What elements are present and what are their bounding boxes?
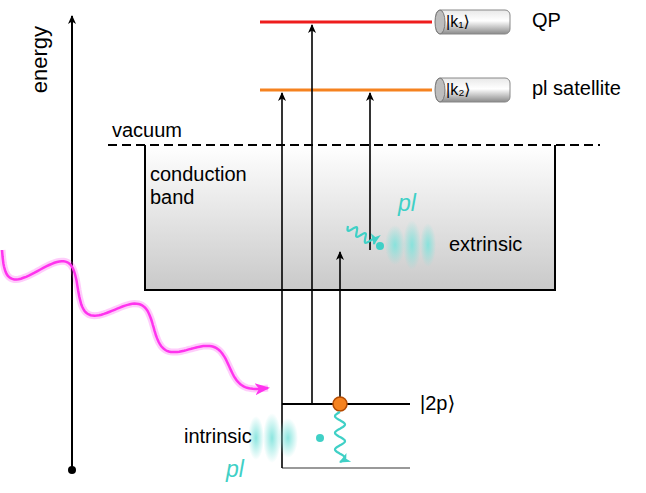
satellite-level: [260, 89, 432, 92]
peak-label: pl satellite: [532, 77, 621, 100]
state-tube: |k₂⟩: [446, 78, 510, 102]
vacuum-level: [108, 144, 600, 146]
axis-label: energy: [27, 26, 52, 93]
plasmon-glows: [248, 220, 436, 463]
process-label: extrinsic: [449, 233, 522, 256]
tube-icons: [435, 10, 510, 102]
region-label: conduction band: [150, 163, 275, 209]
conduction-band-outline: [145, 145, 555, 290]
electron: [333, 397, 347, 411]
level-label: vacuum: [112, 119, 182, 142]
plasmon-label: pl: [398, 190, 416, 216]
level-label: |2p⟩: [420, 392, 455, 415]
plasmon-emission-extrinsic: [348, 226, 375, 244]
transition-arrows: [282, 25, 370, 468]
peak-label: QP: [532, 9, 561, 32]
energy-axis: [71, 16, 73, 470]
plasmon-label: pl: [226, 456, 244, 482]
state-label: |k₁⟩: [446, 13, 470, 31]
conduction-band: conduction band: [145, 145, 555, 290]
qp-level: [260, 21, 432, 24]
conduction-band-fill: [145, 145, 555, 290]
photon: [2, 250, 268, 389]
plasmon-emission-intrinsic: [335, 412, 345, 462]
lower-level: [282, 467, 410, 469]
state-label: |k₂⟩: [446, 81, 471, 99]
state-tube: |k₁⟩: [446, 10, 510, 34]
photon-glow: [2, 250, 268, 389]
process-label: intrinsic: [184, 425, 252, 448]
axis-origin: [68, 466, 76, 474]
